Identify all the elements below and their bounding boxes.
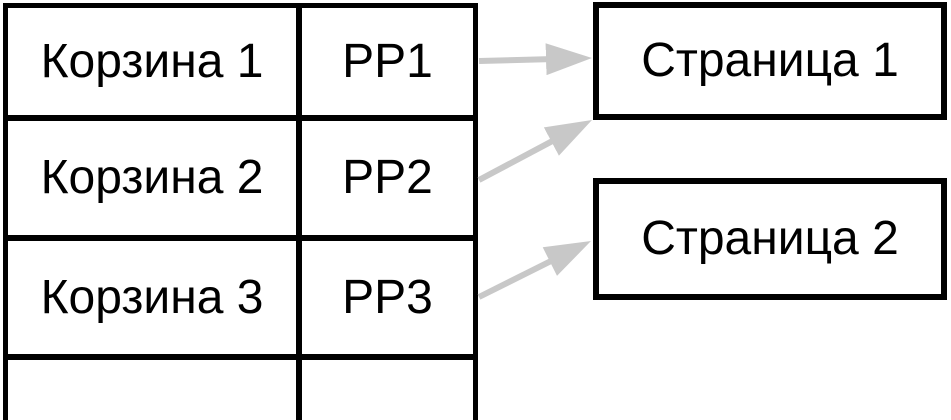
code-cell: PP3	[342, 270, 433, 324]
basket-cell	[8, 360, 302, 420]
page-box-1-label: Страница 1	[641, 34, 899, 87]
page-box-2: Страница 2	[593, 178, 947, 300]
table-row: Корзина 1 PP1	[8, 8, 473, 121]
code-cell: PP1	[342, 34, 433, 88]
page-box-2-label: Страница 2	[641, 212, 899, 265]
table-row: Корзина 3 PP3	[8, 241, 473, 360]
basket-cell: Корзина 3	[8, 241, 302, 354]
code-cell	[302, 360, 473, 420]
basket-cell: Корзина 2	[8, 121, 302, 235]
page-box-1: Страница 1	[593, 2, 947, 120]
basket-table: Корзина 1 PP1 Корзина 2 PP2 Корзина 3 PP…	[3, 3, 478, 420]
table-row: Корзина 2 PP2	[8, 121, 473, 241]
table-row-empty	[8, 360, 473, 420]
arrow-pp3-to-page2	[477, 241, 591, 300]
arrow-pp2-to-page1	[477, 120, 592, 183]
basket-cell: Корзина 1	[8, 8, 302, 115]
arrow-pp1-to-page1	[478, 43, 592, 76]
code-cell: PP2	[342, 151, 433, 204]
